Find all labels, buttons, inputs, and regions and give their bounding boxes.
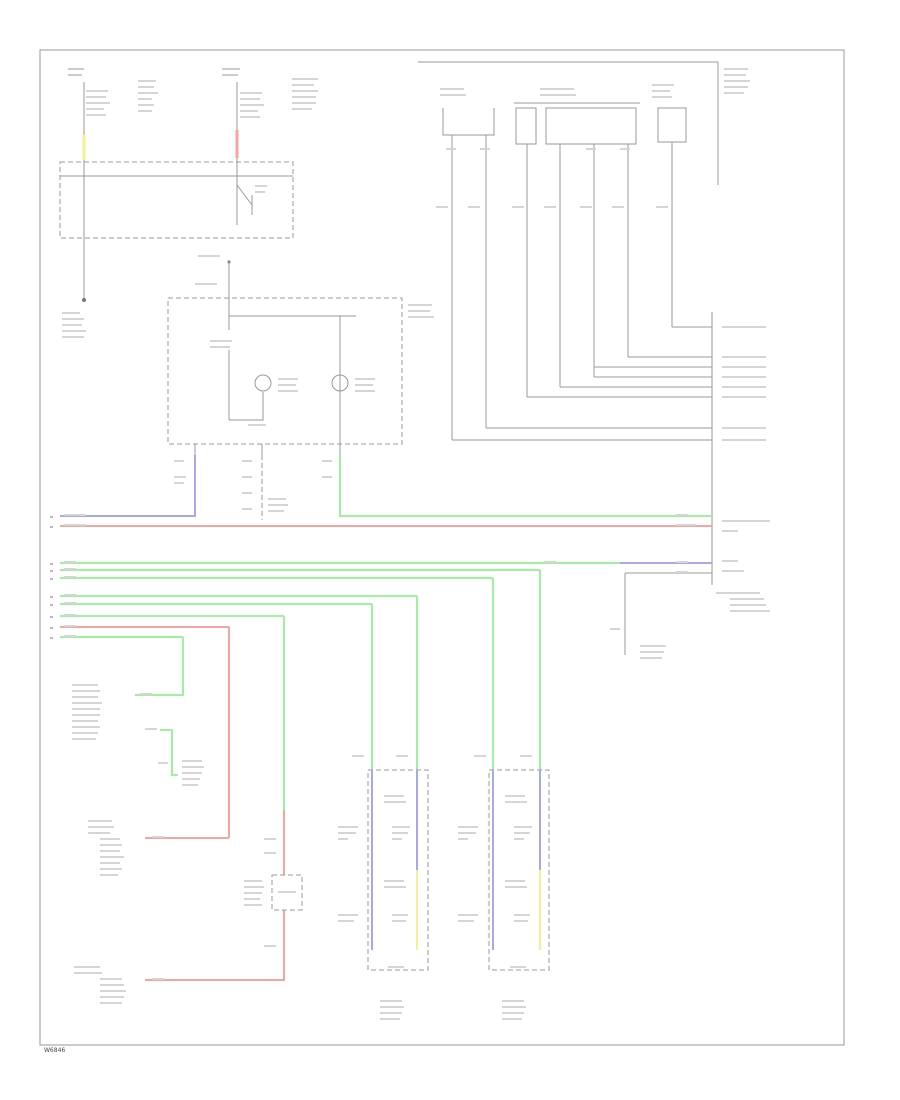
ground-label [62,312,86,338]
junction-box [59,161,294,239]
diagram-border [39,49,845,1046]
fuse-label-center [138,80,158,112]
fuse-label-far-right [292,78,318,110]
lower-left-components [72,684,303,1004]
seat-sensor-box [271,874,303,911]
seatbelt-right [458,755,550,1020]
ground-switch [242,455,288,520]
sensor-connectors [418,61,750,440]
seatbelt-left [338,755,429,1020]
wire-green-lamp [339,455,712,517]
harness-wires [60,455,712,981]
control-unit [167,255,434,455]
fuse-relay-group [59,68,318,338]
reference-code: W6846 [44,1047,65,1054]
left-edge-pins [50,516,53,639]
tensioner-left-box [367,769,429,971]
tensioner-right-box [488,769,550,971]
srs-control-module [452,312,770,659]
wire-blue-warning [60,455,196,517]
bulb-left [254,374,272,392]
fuse-label-left [68,68,110,116]
sensor-housing-2 [545,107,637,145]
fuse-label-right [222,68,264,118]
control-unit-box [167,297,403,445]
relay-switch [236,184,253,215]
sensor-housing-3 [657,107,687,143]
ground-terminal [82,298,86,302]
sensor-housing-1 [515,107,537,145]
bulb-right [331,374,349,392]
